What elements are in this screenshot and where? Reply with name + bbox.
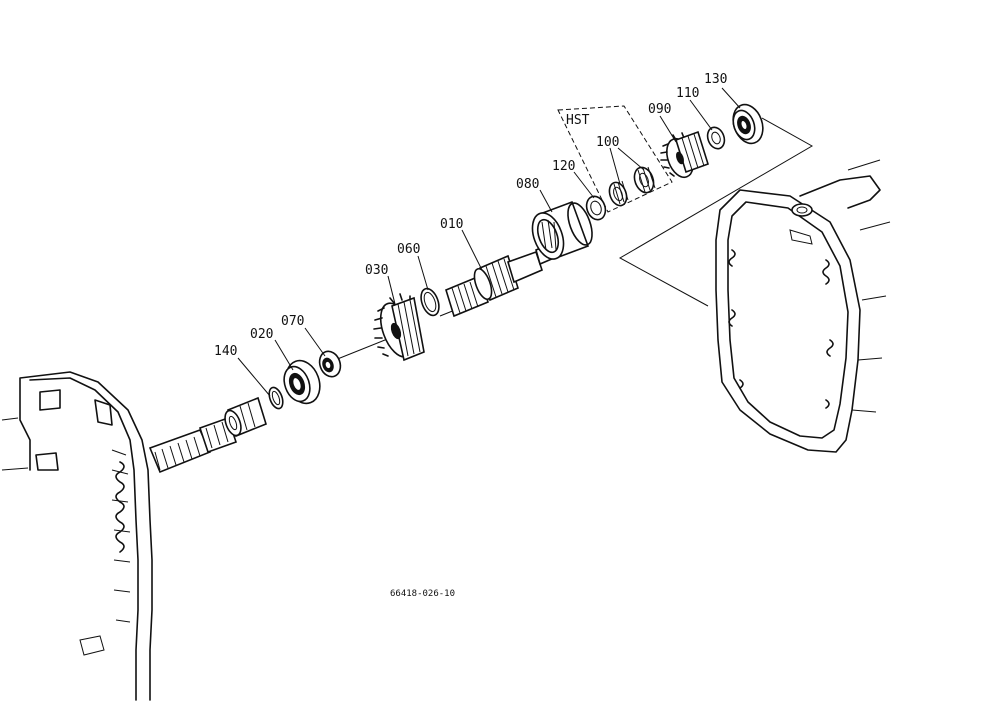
part-110-snap-ring bbox=[706, 126, 726, 150]
part-020-ball-bearing bbox=[268, 359, 321, 410]
callout-060: 060 bbox=[397, 242, 420, 257]
part-080-bearing bbox=[531, 200, 593, 260]
part-060-snap-ring bbox=[420, 287, 440, 317]
leader-lines bbox=[237, 87, 741, 397]
part-030-gear bbox=[373, 293, 425, 362]
part-140-needle-bearing bbox=[224, 396, 267, 438]
hst-group-boundary bbox=[557, 105, 673, 213]
right-transmission-case bbox=[715, 159, 891, 453]
part-100-needle-bearings bbox=[608, 166, 656, 207]
part-010-main-shaft bbox=[445, 242, 555, 318]
part-120-washer bbox=[585, 195, 607, 221]
projection-lines bbox=[618, 117, 814, 307]
callout-090: 090 bbox=[648, 102, 671, 117]
callout-030: 030 bbox=[365, 263, 388, 278]
part-130-ball-bearing bbox=[732, 103, 764, 145]
left-transmission-case bbox=[1, 371, 153, 701]
part-090-gear bbox=[660, 130, 709, 179]
callout-070: 070 bbox=[281, 314, 304, 329]
hst-group-label: HST bbox=[566, 113, 590, 128]
callout-130: 130 bbox=[704, 72, 727, 87]
drawing-code: 66418-026-10 bbox=[390, 589, 455, 599]
part-070-collar bbox=[318, 350, 342, 378]
callout-140: 140 bbox=[214, 344, 237, 359]
callout-010: 010 bbox=[440, 217, 463, 232]
callout-080: 080 bbox=[516, 177, 539, 192]
callout-020: 020 bbox=[250, 327, 273, 342]
callout-100: 100 bbox=[596, 135, 619, 150]
input-shaft-stub bbox=[148, 416, 238, 474]
callout-110: 110 bbox=[676, 86, 699, 101]
callout-120: 120 bbox=[552, 159, 575, 174]
